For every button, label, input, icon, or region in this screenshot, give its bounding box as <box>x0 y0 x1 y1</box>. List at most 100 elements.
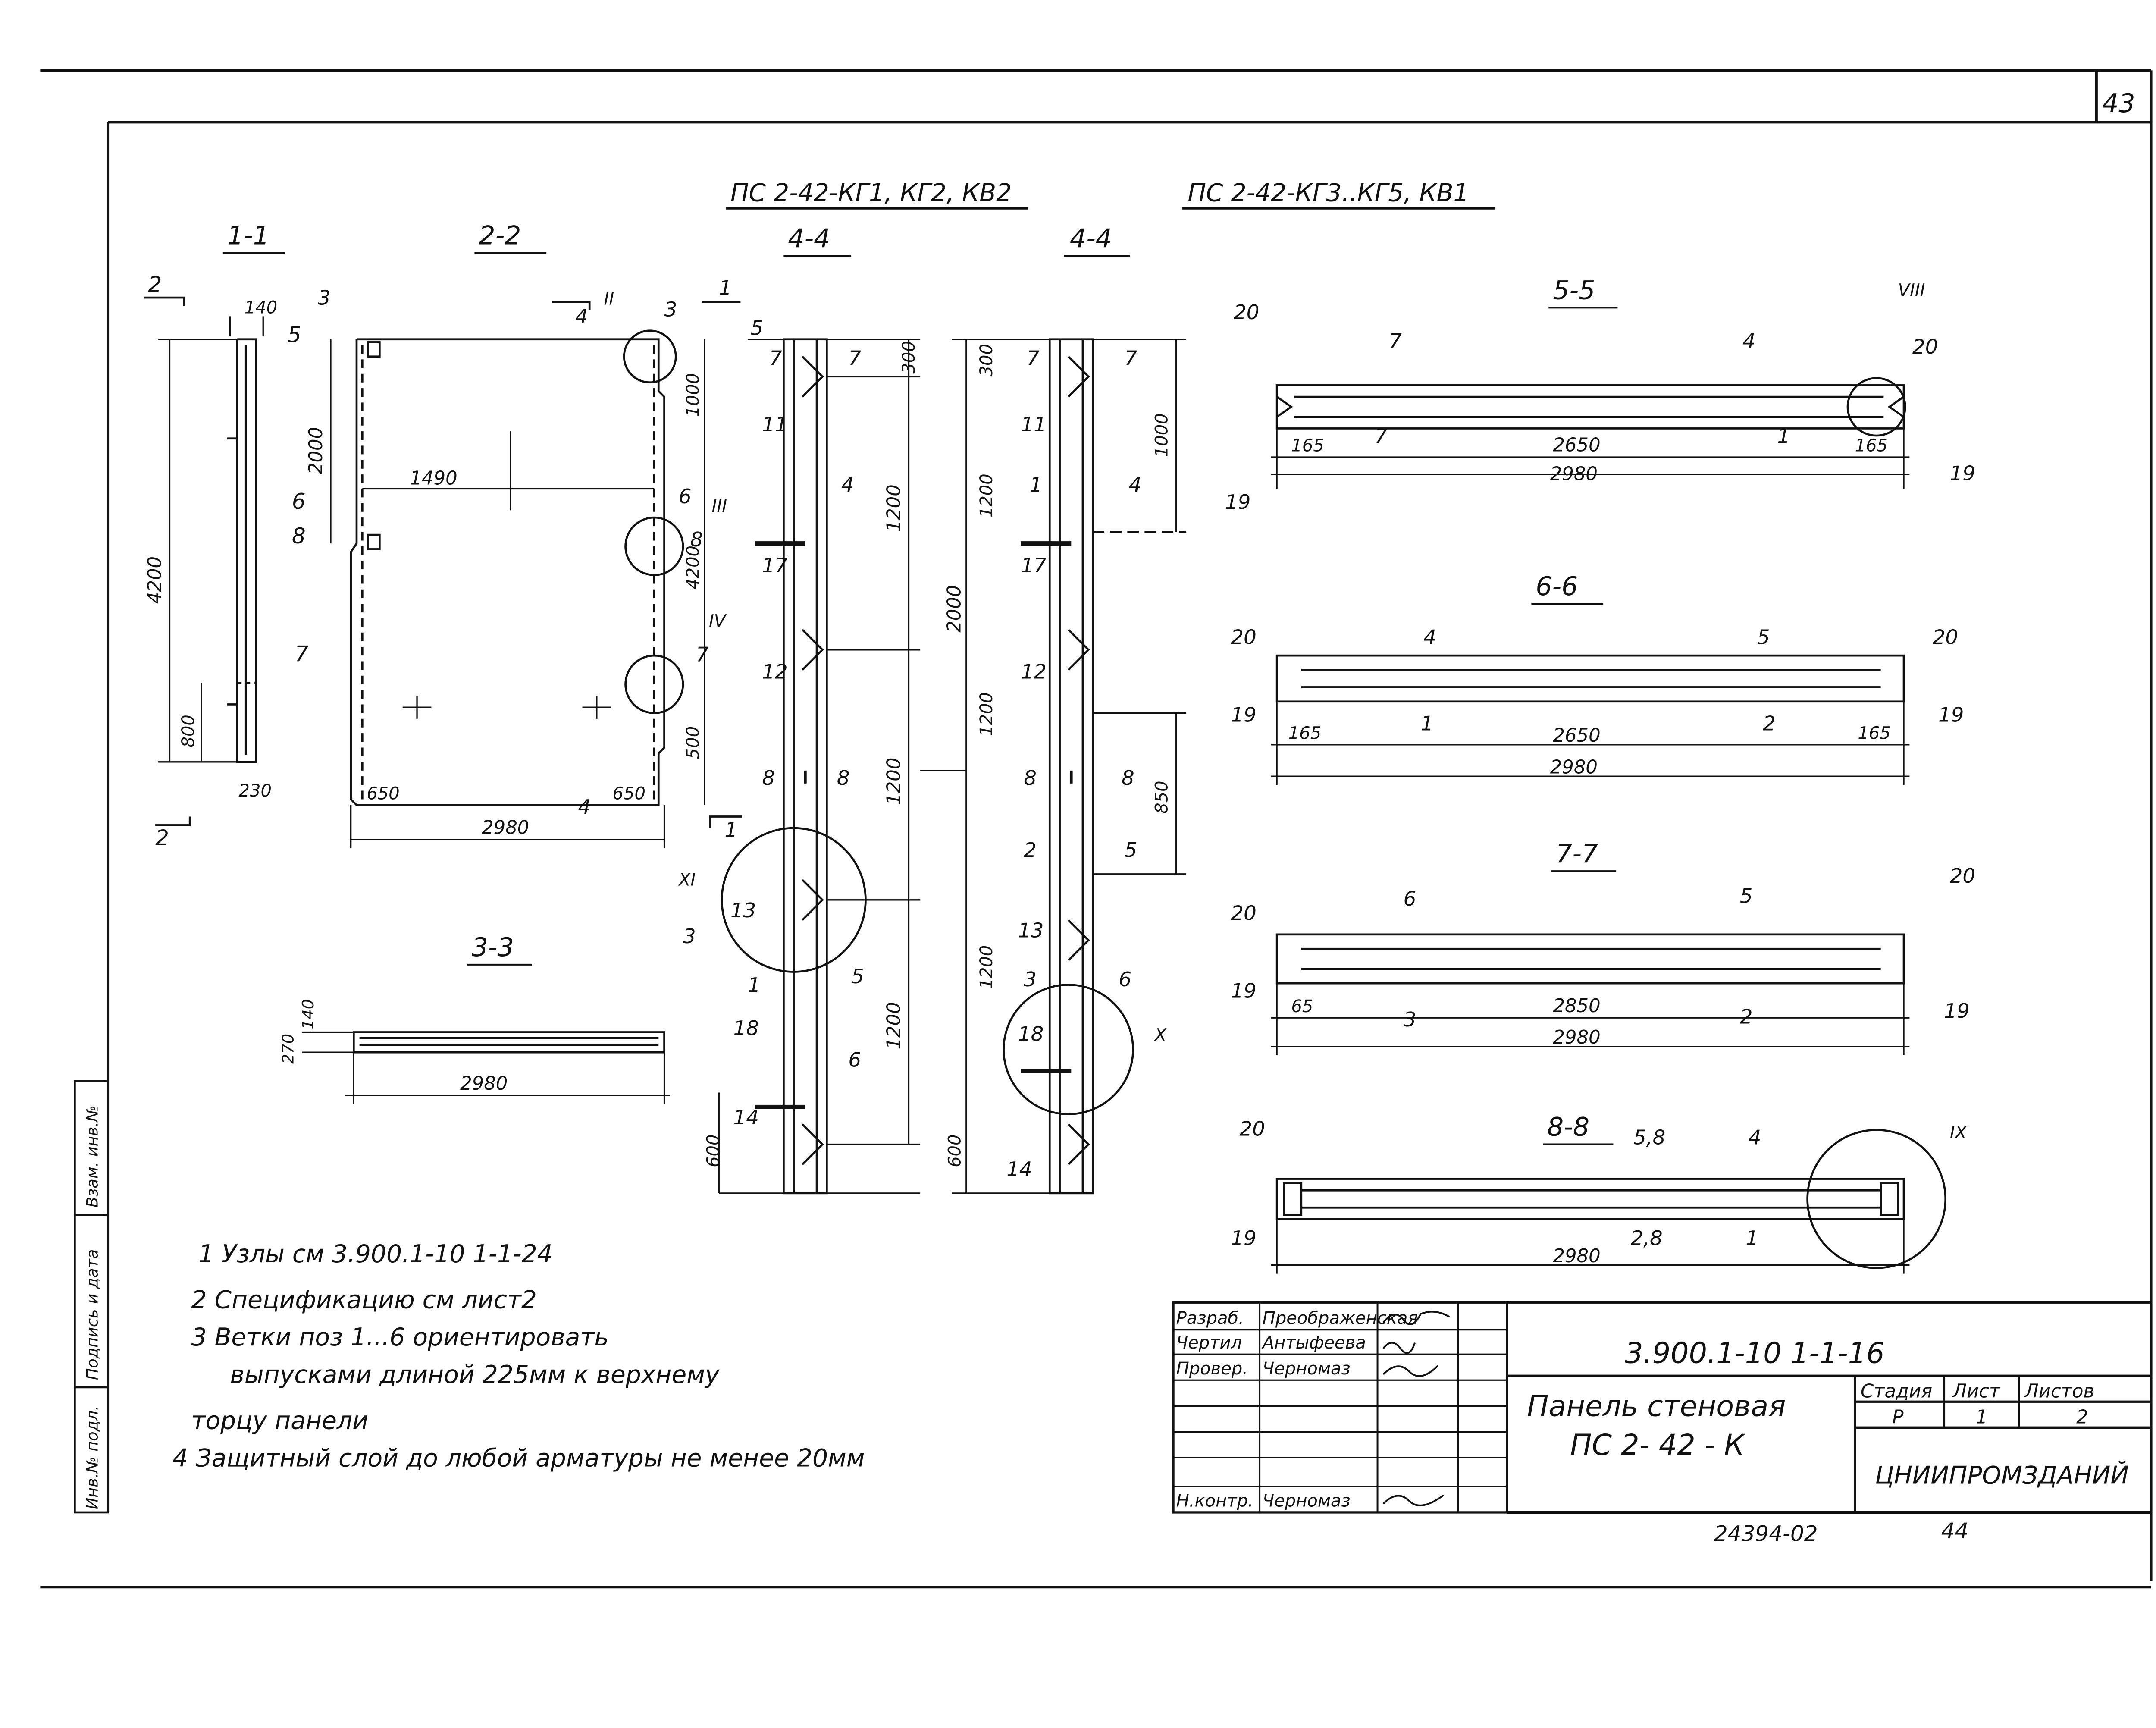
dim-2-2-2000: 2000 <box>305 427 327 474</box>
callout-4a-5: 5 <box>851 965 864 988</box>
dim-2-2-1490: 1490 <box>410 467 457 489</box>
dim-7-7-65: 65 <box>1291 997 1313 1016</box>
callout-7-7-2: 2 <box>1740 1006 1753 1029</box>
title-block <box>1172 1301 2153 1514</box>
tb-stage-value: Р <box>1892 1406 1904 1428</box>
callout-8-8-58: 5,8 <box>1633 1126 1665 1150</box>
side-stamp-vzam: Взам. инв.№ <box>83 1105 102 1207</box>
node-III-label: III <box>712 496 727 516</box>
tb-role-razrab: Разраб. <box>1176 1308 1244 1328</box>
note-3c: торцу панели <box>191 1407 368 1435</box>
section-7-7-drawing <box>1271 933 1910 1055</box>
dim-1-1-140: 140 <box>244 298 277 318</box>
callout-1-1-6: 6 <box>292 489 306 514</box>
callout-4a-1: 1 <box>748 974 761 997</box>
callout-4b-7l: 7 <box>1027 347 1040 370</box>
callout-8-8-20: 20 <box>1239 1118 1265 1141</box>
callout-4b-13: 13 <box>1018 919 1044 943</box>
callout-4b-7r: 7 <box>1125 347 1138 370</box>
node-XI-label: XI <box>678 870 696 890</box>
dim-1-1-230: 230 <box>239 781 272 801</box>
section-8-8-drawing <box>1271 1129 1947 1274</box>
section-5-5-drawing <box>1271 377 1910 489</box>
callout-7-7-5: 5 <box>1740 885 1753 908</box>
tb-name-6: Черномаз <box>1263 1491 1351 1511</box>
dim-3-3-2980: 2980 <box>460 1073 508 1095</box>
callout-4b-11: 11 <box>1021 413 1047 436</box>
callout-4a-3: 3 <box>683 925 696 948</box>
series-header-2: ПС 2-42-КГ3..КГ5, КВ1 <box>1188 179 1469 207</box>
side-stamp-sign: Подпись и дата <box>83 1249 102 1380</box>
dim-2-2-2980: 2980 <box>482 817 529 839</box>
callout-4b-18: 18 <box>1018 1023 1044 1046</box>
callout-7-7-19l: 19 <box>1231 980 1256 1003</box>
dim-7-7-2850: 2850 <box>1553 995 1600 1017</box>
dim-4-4b-1000: 1000 <box>1152 413 1172 457</box>
section-title-1-1: 1-1 <box>227 221 270 251</box>
dim-5-5-2650: 2650 <box>1553 435 1600 456</box>
section-1-1-drawing <box>144 296 264 826</box>
dim-5-5-165b: 165 <box>1855 436 1888 456</box>
node-IX-label: IX <box>1950 1123 1968 1143</box>
tb-name-2: Антыфеева <box>1261 1333 1366 1353</box>
callout-6-6-4: 4 <box>1423 626 1436 649</box>
node-II-label: II <box>604 289 614 309</box>
dim-4-4b-1200b: 1200 <box>977 692 997 736</box>
callout-4a-14: 14 <box>733 1106 759 1129</box>
tb-code: 3.900.1-10 1-1-16 <box>1625 1336 1884 1370</box>
callout-1-1-8: 8 <box>292 524 306 549</box>
dim-3-3-140: 140 <box>299 999 317 1029</box>
callout-2-2-7: 7 <box>696 643 709 666</box>
section-title-8-8: 8-8 <box>1547 1112 1589 1142</box>
callout-4b-17: 17 <box>1021 554 1047 577</box>
tb-name-1: Преображенская <box>1263 1308 1418 1328</box>
dim-4-4a-1200c: 1200 <box>883 1002 905 1049</box>
node-VIII-label: VIII <box>1898 281 1925 301</box>
dim-1-1-800: 800 <box>179 715 198 747</box>
dim-1-1-4200: 4200 <box>144 556 166 604</box>
dim-4-4a-1200b: 1200 <box>883 758 905 805</box>
dim-5-5-165a: 165 <box>1291 436 1324 456</box>
callout-5-5-19r: 19 <box>1950 462 1975 485</box>
callout-5-5-19l: 19 <box>1225 491 1250 514</box>
tb-signatures <box>1382 1311 1450 1506</box>
dim-7-7-2980: 2980 <box>1553 1027 1600 1048</box>
callout-1-1-2top: 2 <box>148 272 162 297</box>
tb-sheets-label: Листов <box>2024 1380 2094 1402</box>
callout-5-5-4: 4 <box>1743 330 1756 353</box>
callout-4a-6: 6 <box>848 1049 861 1072</box>
dim-6-6-2980: 2980 <box>1550 756 1598 778</box>
section-3-3-drawing <box>302 1031 670 1104</box>
dim-4-4a-1200a: 1200 <box>883 484 905 532</box>
dim-4-4b-850: 850 <box>1152 781 1172 813</box>
node-IV-label: IV <box>709 611 727 631</box>
callout-7-7-3: 3 <box>1404 1008 1416 1032</box>
dim-8-8-2980: 2980 <box>1553 1245 1600 1267</box>
callout-4a-8r: 8 <box>837 767 850 790</box>
sheet-frame <box>40 69 2153 1589</box>
dim-4-4a-600: 600 <box>703 1135 723 1167</box>
tb-sheet-value: 1 <box>1976 1406 1988 1428</box>
section-title-6-6: 6-6 <box>1536 571 1578 602</box>
callout-4a-8l: 8 <box>762 767 775 790</box>
callout-6-6-20r: 20 <box>1933 626 1958 649</box>
node-X-label: X <box>1154 1026 1167 1045</box>
callout-6-6-2: 2 <box>1763 712 1776 735</box>
callout-1-1-2bot: 2 <box>155 825 169 850</box>
callout-4a-7r: 7 <box>848 347 861 370</box>
callout-4b-4: 4 <box>1129 474 1142 497</box>
callout-4a-13: 13 <box>730 899 756 922</box>
dim-2-2-500: 500 <box>683 726 703 759</box>
note-3a: 3 Ветки поз 1...6 ориентировать <box>191 1323 609 1352</box>
note-3b: выпусками длиной 225мм к верхнему <box>230 1361 721 1389</box>
section-6-6-drawing <box>1271 654 1910 785</box>
tb-organization: ЦНИИПРОМЗДАНИЙ <box>1875 1460 2128 1490</box>
tb-role-prover: Провер. <box>1176 1359 1248 1379</box>
dim-2-2-650a: 650 <box>367 784 399 803</box>
callout-6-6-1: 1 <box>1421 712 1434 735</box>
callout-7-7-19r: 19 <box>1944 1000 1969 1023</box>
section-4-4b-drawing <box>920 338 1187 1195</box>
callout-5-5-20l: 20 <box>1234 301 1259 324</box>
callout-5-5-7a: 7 <box>1389 330 1402 353</box>
callout-4a-18: 18 <box>733 1017 759 1040</box>
